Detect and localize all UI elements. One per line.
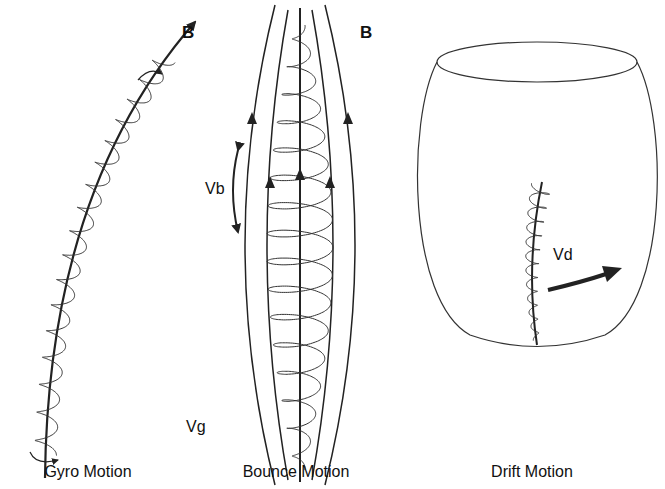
caption: Gyro Motion xyxy=(44,463,131,481)
field-line xyxy=(245,5,275,485)
rotation-arrow xyxy=(138,71,162,80)
field-line xyxy=(45,22,195,478)
caption: Bounce Motion xyxy=(243,463,350,481)
velocity-label: Vg xyxy=(186,418,206,436)
drift-shell-top xyxy=(437,42,637,82)
drift-helix xyxy=(526,183,550,340)
drift-shell xyxy=(418,62,658,347)
field-symbol: B xyxy=(360,24,372,43)
field-line xyxy=(325,5,355,485)
field-arrowhead xyxy=(343,112,353,124)
drift-arrow xyxy=(548,274,606,290)
field-arrowhead xyxy=(247,112,257,124)
field-arrowhead xyxy=(265,176,275,188)
field-line xyxy=(299,8,301,482)
velocity-label: Vb xyxy=(205,180,225,198)
rotation-arrow xyxy=(30,452,58,462)
bounce-helix xyxy=(267,25,333,470)
bounce-arrow xyxy=(233,150,238,232)
field-line xyxy=(267,10,288,480)
drift-arrowhead xyxy=(602,266,622,282)
field-arrowhead xyxy=(295,168,305,180)
gyro-helix xyxy=(35,60,175,455)
field-line xyxy=(312,10,333,480)
caption: Drift Motion xyxy=(491,463,573,481)
velocity-label: Vd xyxy=(553,246,573,264)
field-symbol: B xyxy=(182,24,194,43)
field-arrowhead xyxy=(325,176,335,188)
